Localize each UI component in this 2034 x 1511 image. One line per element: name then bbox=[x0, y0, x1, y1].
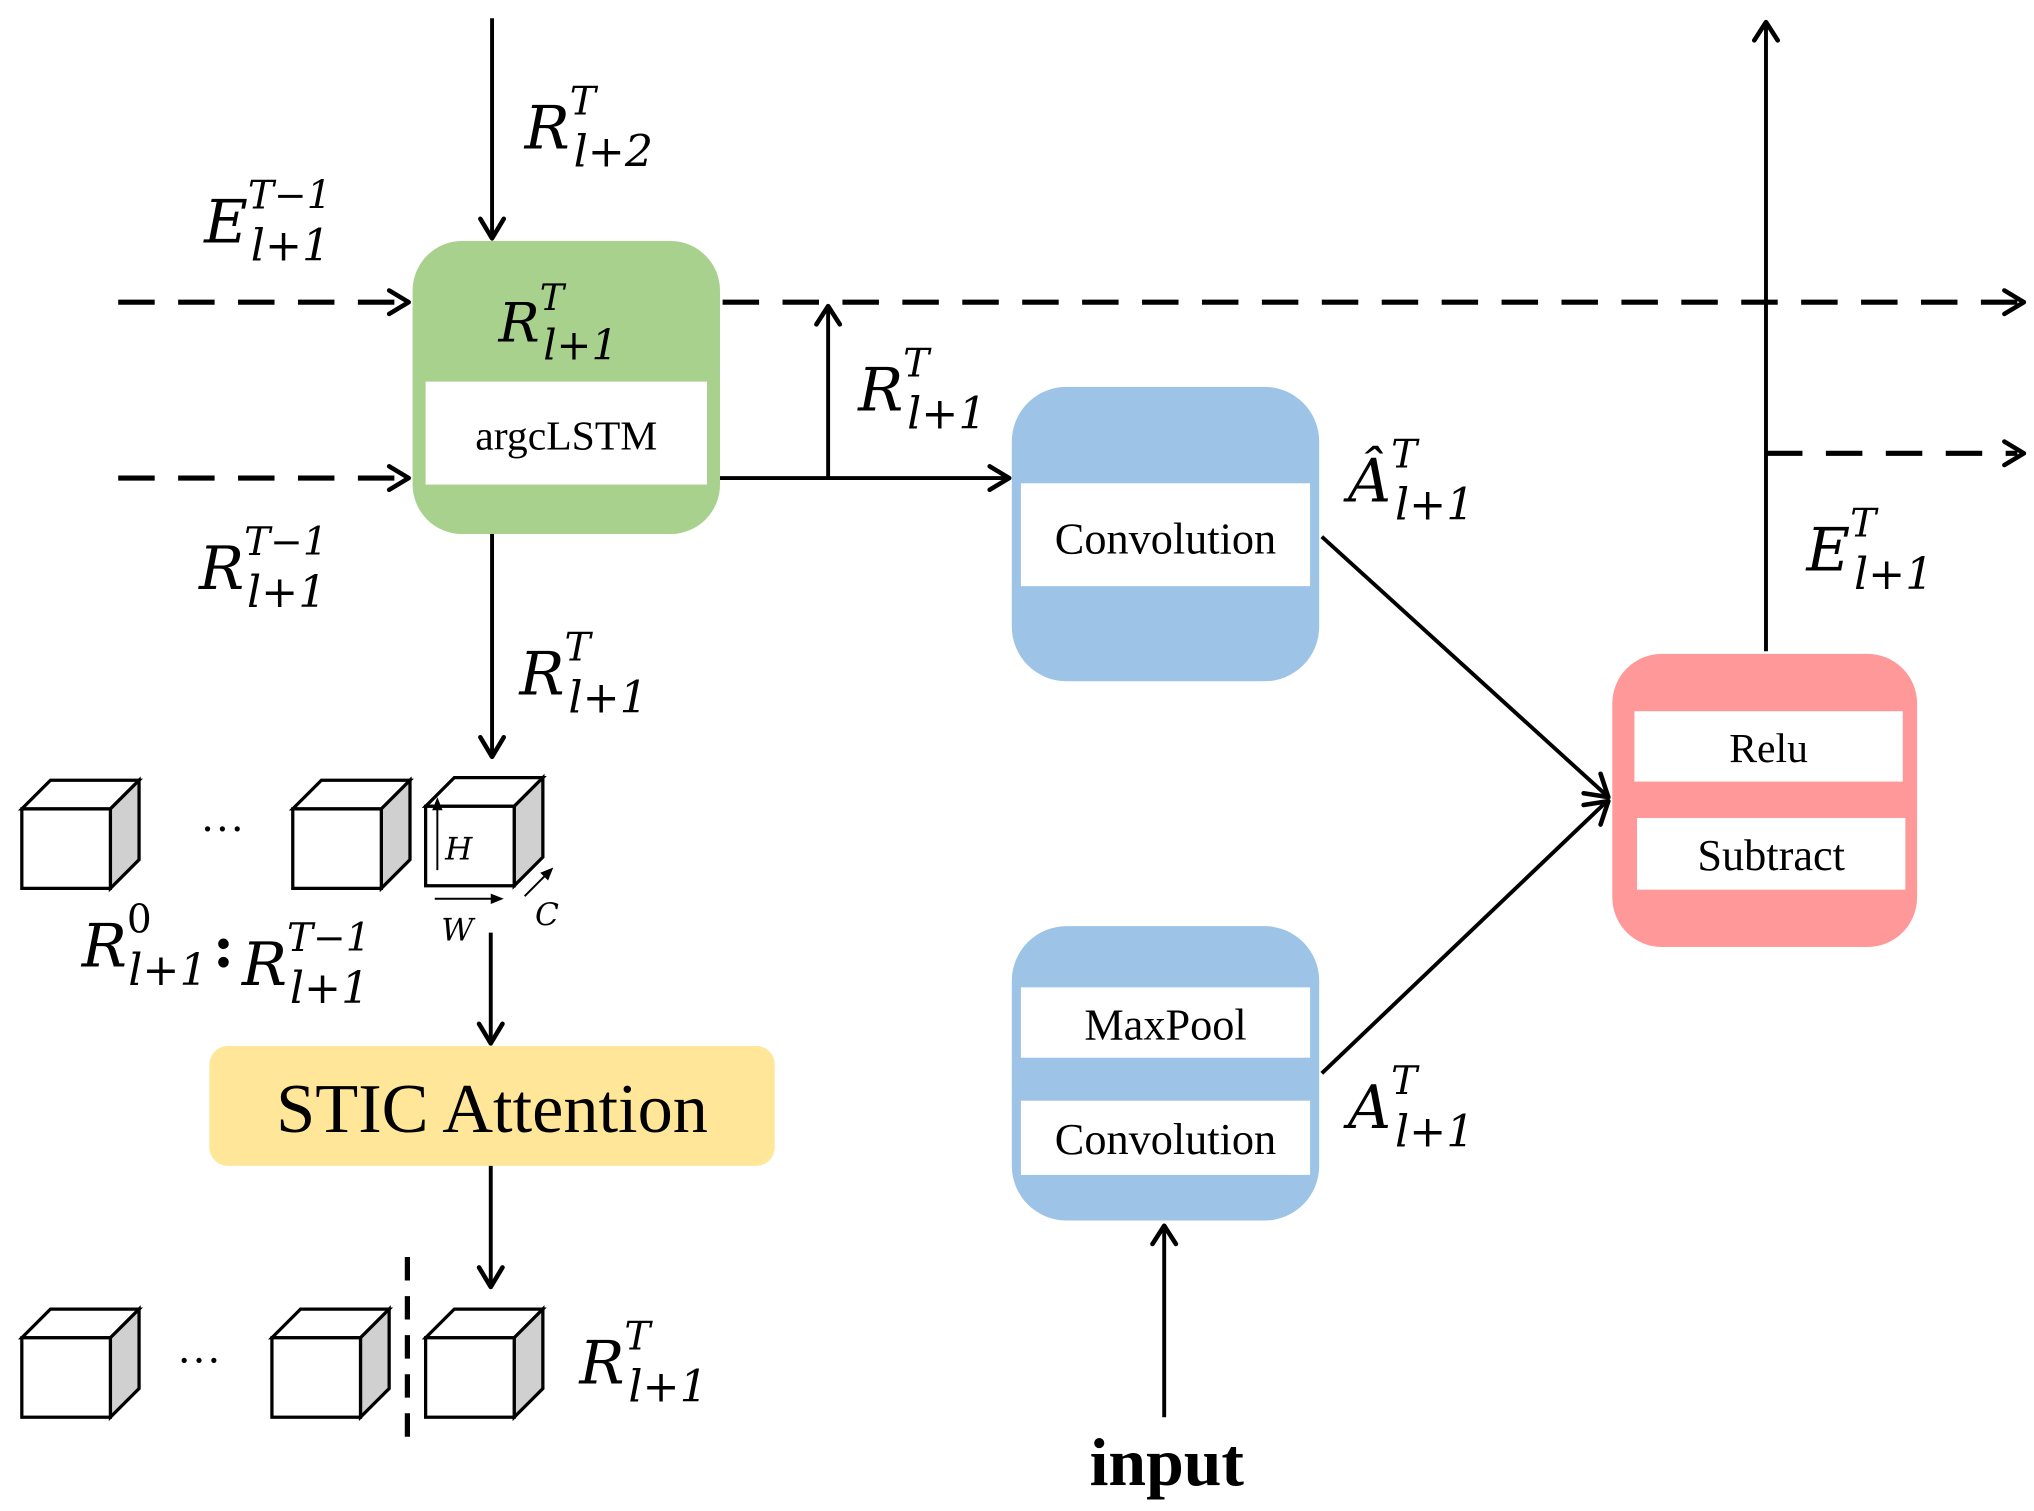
arrowhead-right-icon bbox=[490, 893, 504, 904]
error-block-bg bbox=[1612, 653, 1918, 947]
arrowhead-down-icon bbox=[476, 1021, 505, 1046]
subtract-label: Subtract bbox=[1697, 831, 1845, 880]
cube-front-face bbox=[291, 807, 383, 890]
result-cube-last bbox=[267, 1305, 394, 1422]
argclstm-label: argcLSTM bbox=[475, 413, 657, 459]
arrowhead-right-icon bbox=[2002, 288, 2027, 317]
arrowhead-up-icon bbox=[1150, 1223, 1179, 1247]
arrowhead-up-icon bbox=[814, 303, 843, 327]
current-cube bbox=[421, 773, 547, 890]
cube-front-face bbox=[20, 807, 113, 890]
prediction-conv-label: Convolution bbox=[1055, 515, 1276, 564]
ellipsis-top: … bbox=[200, 792, 244, 841]
target-conv-label: Convolution bbox=[1055, 1115, 1276, 1164]
prediction-to-error-line bbox=[1320, 535, 1609, 798]
stic-attention-block: STIC Attention bbox=[209, 1045, 775, 1166]
arrowhead-right-icon bbox=[386, 288, 411, 317]
feature-cubes bbox=[17, 773, 547, 1422]
cube-front-face bbox=[423, 1336, 516, 1419]
cube-front-face bbox=[423, 804, 516, 888]
error-block: Relu Subtract bbox=[1612, 653, 1918, 947]
history-cube-last bbox=[288, 776, 414, 893]
target-conv-inner-box bbox=[1020, 1100, 1311, 1175]
target-to-error-line bbox=[1320, 799, 1609, 1075]
arrowhead-down-icon bbox=[478, 734, 507, 760]
cube-front-face bbox=[270, 1336, 363, 1419]
history-cube-first bbox=[17, 776, 143, 893]
prediction-conv-inner-box bbox=[1020, 483, 1311, 587]
result-cube-first bbox=[17, 1305, 143, 1422]
prediction-conv-block: Convolution bbox=[1011, 386, 1320, 682]
arrowhead-icon bbox=[1581, 798, 1611, 827]
subtract-inner-box bbox=[1637, 818, 1906, 890]
target-block: MaxPool Convolution bbox=[1011, 926, 1320, 1221]
arrowhead-right-icon bbox=[386, 464, 411, 493]
w-axis-label: W bbox=[441, 912, 476, 948]
arrowhead-right-icon bbox=[2002, 439, 2027, 468]
h-axis-label: H bbox=[444, 832, 473, 868]
arrowhead-up-icon bbox=[1751, 19, 1780, 43]
arrowhead-down-icon bbox=[478, 216, 507, 241]
relu-inner-box bbox=[1634, 711, 1903, 782]
relu-label: Relu bbox=[1729, 726, 1808, 772]
argclstm-inner-box bbox=[425, 381, 707, 485]
maxpool-inner-box bbox=[1020, 987, 1311, 1058]
arrowhead-up-icon bbox=[432, 797, 443, 811]
stic-attention-label: STIC Attention bbox=[276, 1070, 708, 1148]
arrowhead-right-icon bbox=[987, 464, 1012, 493]
arrowhead-icon bbox=[1581, 771, 1611, 800]
cube-axes: H W C bbox=[432, 797, 559, 948]
c-axis-label: C bbox=[535, 897, 559, 933]
attention-block-bg bbox=[209, 1045, 775, 1166]
input-label: input bbox=[1090, 1425, 1245, 1500]
target-block-bg bbox=[1011, 926, 1320, 1221]
arrowhead-diag-icon bbox=[540, 867, 554, 881]
arrowhead-down-icon bbox=[476, 1265, 505, 1290]
maxpool-label: MaxPool bbox=[1084, 1000, 1246, 1049]
ellipsis-bottom: … bbox=[177, 1324, 221, 1373]
result-cube-current bbox=[421, 1305, 547, 1422]
cube-front-face bbox=[20, 1336, 113, 1419]
